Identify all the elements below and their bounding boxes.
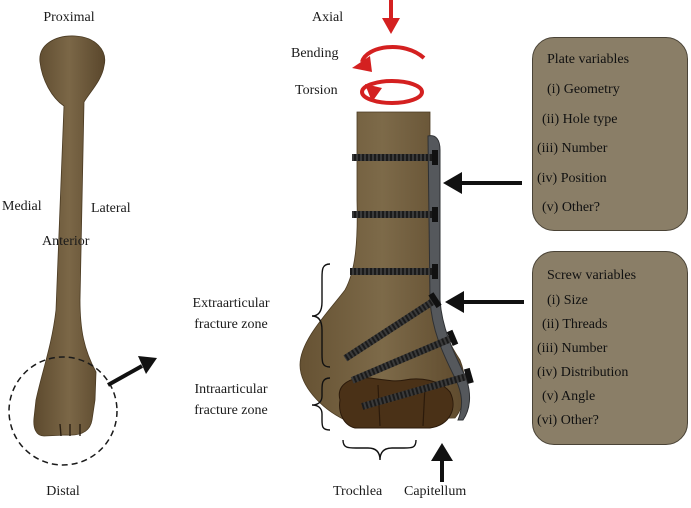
- bone-plate: [427, 135, 471, 421]
- capitellum-label: Capitellum: [404, 484, 467, 499]
- trochlea-brace: [342, 439, 417, 461]
- screw-item: (iv) Distribution: [537, 365, 629, 380]
- plate-item: (ii) Hole type: [542, 112, 618, 127]
- plate-item: (iii) Number: [537, 141, 608, 156]
- distal-zoom-circle: [8, 356, 118, 466]
- distal-humerus-enlarged: [299, 111, 466, 429]
- torsion-arrow-head: [365, 84, 382, 102]
- extraarticular-label-line1: Extraarticular: [192, 296, 270, 311]
- screw-item: (i) Size: [547, 293, 588, 308]
- intraarticular-label-line1: Intraarticular: [194, 382, 268, 397]
- extraarticular-brace: [311, 263, 331, 368]
- screw-item: (ii) Threads: [542, 317, 608, 332]
- humerus-bone: [33, 35, 106, 437]
- plate-item: (v) Other?: [542, 200, 600, 215]
- intraarticular-brace: [311, 377, 331, 431]
- pointer-arrows: [431, 172, 524, 482]
- medial-label: Medial: [2, 199, 42, 214]
- distal-label: Distal: [46, 484, 80, 499]
- load-arrows: [352, 0, 426, 105]
- screw-item: (iii) Number: [537, 341, 608, 356]
- axial-arrow-head: [382, 18, 400, 34]
- lateral-label: Lateral: [91, 201, 131, 216]
- zoom-arrow: [107, 356, 157, 387]
- screw-panel-title: Screw variables: [547, 268, 637, 283]
- anterior-label: Anterior: [42, 234, 90, 249]
- braces: [311, 263, 417, 461]
- screws: [343, 150, 474, 410]
- axial-label: Axial: [312, 10, 344, 25]
- screw: [350, 264, 438, 279]
- screw-variables-panel: Screw variables (i) Size (ii) Threads (i…: [532, 251, 688, 445]
- torsion-label: Torsion: [295, 83, 338, 98]
- proximal-label: Proximal: [43, 10, 95, 25]
- plate-item: (i) Geometry: [547, 82, 620, 97]
- intraarticular-label-line2: fracture zone: [194, 403, 268, 418]
- bending-arrow-head: [352, 56, 372, 72]
- bending-label: Bending: [291, 46, 339, 61]
- screw: [361, 367, 474, 410]
- extraarticular-label-line2: fracture zone: [194, 317, 268, 332]
- screw: [343, 292, 442, 362]
- plate-item: (iv) Position: [537, 171, 607, 186]
- screw-item: (v) Angle: [542, 389, 596, 404]
- plate-panel-title: Plate variables: [547, 52, 630, 67]
- plate-variables-panel: Plate variables (i) Geometry (ii) Hole t…: [532, 37, 688, 231]
- screw: [352, 150, 438, 165]
- screw-item: (vi) Other?: [537, 413, 599, 428]
- trochlea-label: Trochlea: [333, 484, 383, 499]
- screw: [352, 207, 438, 222]
- screw: [350, 329, 459, 384]
